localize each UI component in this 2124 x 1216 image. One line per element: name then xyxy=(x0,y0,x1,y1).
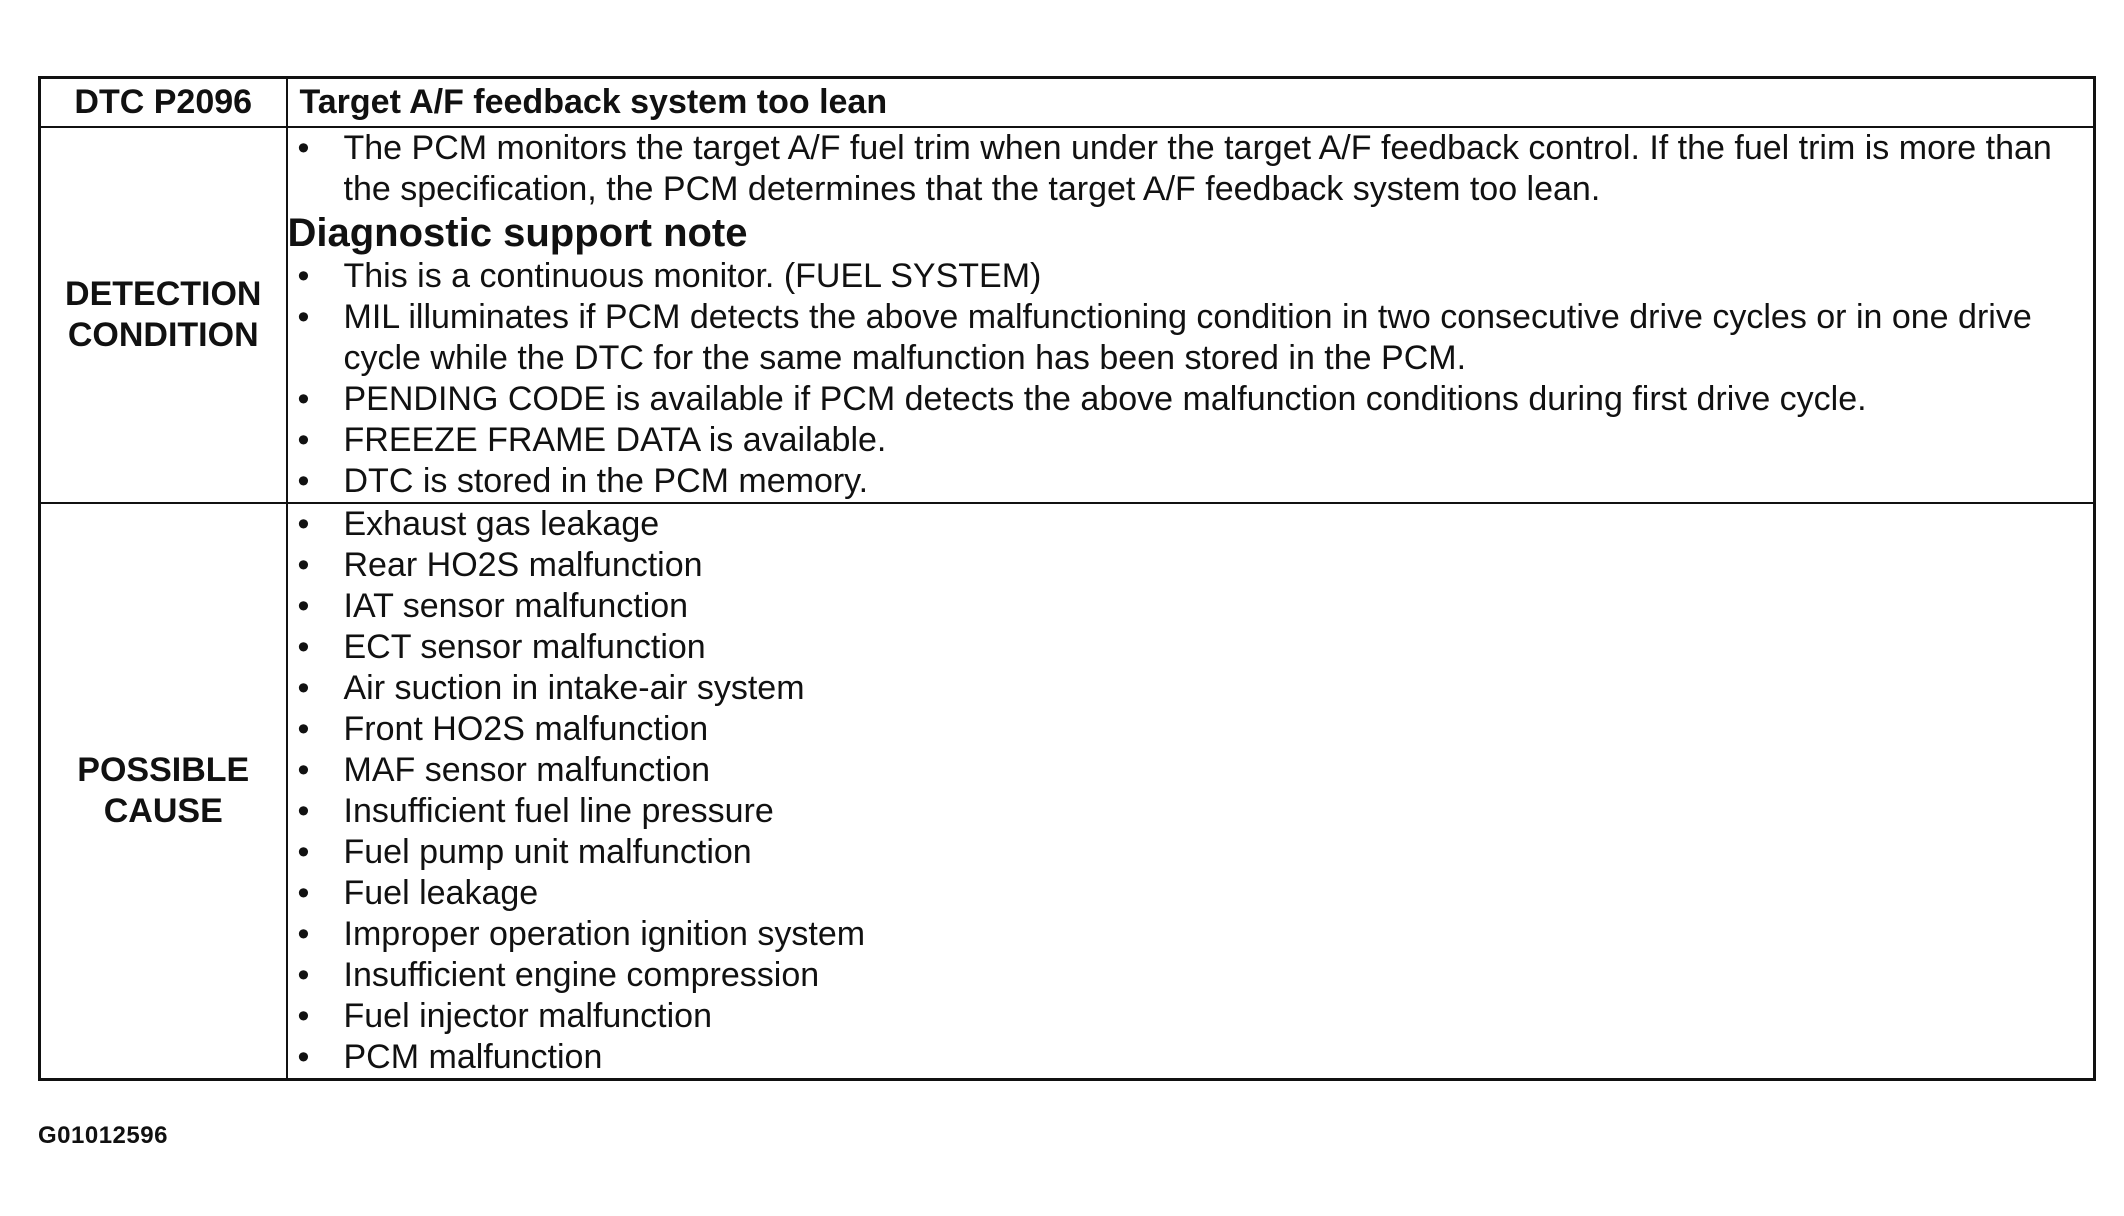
bullet-icon: • xyxy=(297,1038,310,1076)
note-bullet: • This is a continuous monitor. (FUEL SYS… xyxy=(288,256,2094,297)
note-bullet-text: MIL illuminates if PCM detects the above… xyxy=(343,298,2032,377)
bullet-icon: • xyxy=(297,710,310,748)
possible-cause-list: • Exhaust gas leakage • Rear HO2S malfuncti… xyxy=(288,504,2094,1078)
cause-bullet-text: MAF sensor malfunction xyxy=(343,751,711,789)
bullet-icon: • xyxy=(297,505,310,543)
cause-bullet: • MAF sensor malfunction xyxy=(288,750,2094,791)
cause-bullet-text: Front HO2S malfunction xyxy=(343,710,709,748)
note-bullet-text: This is a continuous monitor. (FUEL SYST… xyxy=(343,257,1042,295)
bullet-icon: • xyxy=(297,792,310,830)
bullet-icon: • xyxy=(297,587,310,625)
dtc-title: Target A/F feedback system too lean xyxy=(285,76,2096,128)
cause-bullet: • Fuel leakage xyxy=(288,873,2094,914)
cause-bullet-text: Air suction in intake-air system xyxy=(343,669,805,707)
cause-bullet: • Rear HO2S malfunction xyxy=(288,545,2094,586)
header-row: DTC P2096 Target A/F feedback system too… xyxy=(38,76,2096,128)
bullet-icon: • xyxy=(297,915,310,953)
detection-bullet-text: The PCM monitors the target A/F fuel tri… xyxy=(343,129,2052,208)
detection-intro-list: • The PCM monitors the target A/F fuel tr… xyxy=(288,128,2094,210)
note-bullet: • FREEZE FRAME DATA is available. xyxy=(288,420,2094,461)
bullet-icon: • xyxy=(297,380,310,418)
note-bullet: • MIL illuminates if PCM detects the abov… xyxy=(288,297,2094,379)
bullet-icon: • xyxy=(297,628,310,666)
dtc-table: DTC P2096 Target A/F feedback system too… xyxy=(38,76,2096,1081)
cause-bullet: • ECT sensor malfunction xyxy=(288,627,2094,668)
cause-bullet: • Fuel pump unit malfunction xyxy=(288,832,2094,873)
figure-id: G01012596 xyxy=(38,1122,168,1149)
cause-bullet-text: Insufficient fuel line pressure xyxy=(343,792,774,830)
cause-bullet-text: Improper operation ignition system xyxy=(343,915,866,953)
diagnostic-note-list: • This is a continuous monitor. (FUEL SYS… xyxy=(288,256,2094,502)
possible-cause-label: POSSIBLE CAUSE xyxy=(38,502,288,1081)
cause-bullet: • Improper operation ignition system xyxy=(288,914,2094,955)
cause-bullet-text: Fuel leakage xyxy=(343,874,539,912)
bullet-icon: • xyxy=(297,833,310,871)
dtc-code: DTC P2096 xyxy=(38,76,288,128)
note-bullet-text: PENDING CODE is available if PCM detects… xyxy=(343,380,1867,418)
bullet-icon: • xyxy=(297,874,310,912)
bullet-icon: • xyxy=(297,462,310,500)
detection-content: • The PCM monitors the target A/F fuel tr… xyxy=(285,126,2096,504)
detection-label-line1: DETECTION xyxy=(65,275,262,313)
detection-label-line2: CONDITION xyxy=(67,316,259,354)
bullet-icon: • xyxy=(297,546,310,584)
cause-bullet: • Insufficient fuel line pressure xyxy=(288,791,2094,832)
cause-bullet-text: Rear HO2S malfunction xyxy=(343,546,703,584)
bullet-icon: • xyxy=(297,257,310,295)
bullet-icon: • xyxy=(297,956,310,994)
bullet-icon: • xyxy=(297,129,310,167)
cause-bullet-text: IAT sensor malfunction xyxy=(343,587,689,625)
cause-bullet: • Fuel injector malfunction xyxy=(288,996,2094,1037)
diagnostic-support-heading: Diagnostic support note xyxy=(287,211,748,255)
cause-bullet-text: Fuel pump unit malfunction xyxy=(343,833,752,871)
note-bullet: • PENDING CODE is available if PCM detect… xyxy=(288,379,2094,420)
detection-bullet: • The PCM monitors the target A/F fuel tr… xyxy=(288,128,2094,210)
cause-bullet: • IAT sensor malfunction xyxy=(288,586,2094,627)
detection-row: DETECTION CONDITION • The PCM monitors th… xyxy=(38,126,2096,504)
cause-bullet-text: ECT sensor malfunction xyxy=(343,628,706,666)
possible-cause-content: • Exhaust gas leakage • Rear HO2S malfuncti… xyxy=(285,502,2096,1081)
cause-bullet: • PCM malfunction xyxy=(288,1037,2094,1078)
cause-bullet: • Insufficient engine compression xyxy=(288,955,2094,996)
cause-bullet-text: Exhaust gas leakage xyxy=(343,505,660,543)
cause-bullet: • Air suction in intake-air system xyxy=(288,668,2094,709)
bullet-icon: • xyxy=(297,751,310,789)
note-bullet: • DTC is stored in the PCM memory. xyxy=(288,461,2094,502)
note-bullet-text: DTC is stored in the PCM memory. xyxy=(343,462,869,500)
bullet-icon: • xyxy=(297,298,310,336)
possible-cause-label-line1: POSSIBLE xyxy=(77,751,250,789)
possible-cause-row: POSSIBLE CAUSE • Exhaust gas leakage • Rear… xyxy=(38,502,2096,1081)
bullet-icon: • xyxy=(297,669,310,707)
cause-bullet-text: PCM malfunction xyxy=(343,1038,603,1076)
cause-bullet-text: Fuel injector malfunction xyxy=(343,997,713,1035)
detection-label: DETECTION CONDITION xyxy=(38,126,288,504)
cause-bullet: • Front HO2S malfunction xyxy=(288,709,2094,750)
bullet-icon: • xyxy=(297,421,310,459)
bullet-icon: • xyxy=(297,997,310,1035)
note-bullet-text: FREEZE FRAME DATA is available. xyxy=(343,421,887,459)
cause-bullet-text: Insufficient engine compression xyxy=(343,956,820,994)
possible-cause-label-line2: CAUSE xyxy=(103,792,223,830)
cause-bullet: • Exhaust gas leakage xyxy=(288,504,2094,545)
